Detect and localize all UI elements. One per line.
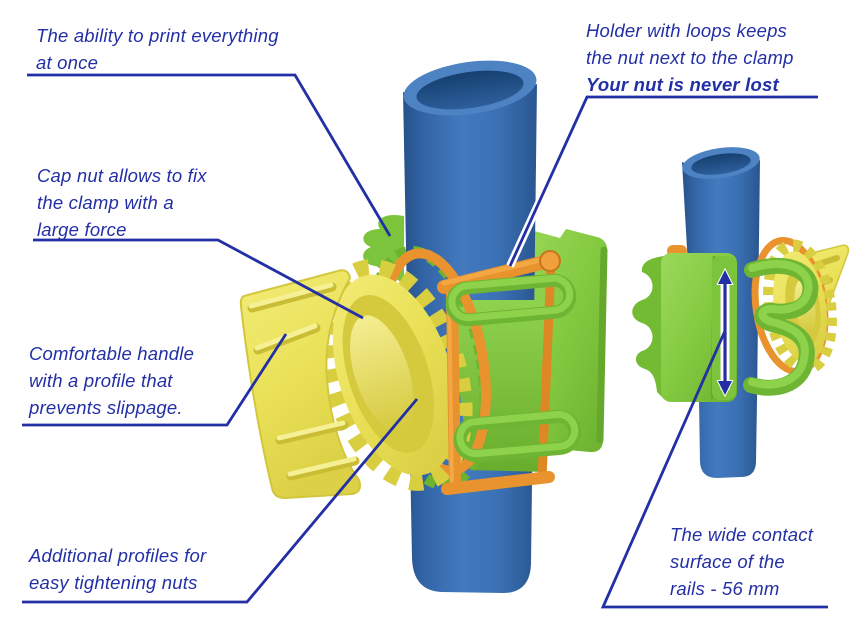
leader-comfortable-handle <box>22 333 288 427</box>
annotation-line: Cap nut allows to fix <box>37 165 207 186</box>
pipe-opening <box>416 70 524 110</box>
small-pipe-opening <box>691 153 751 175</box>
loop-bottom <box>453 409 582 463</box>
annotation-cap-nut: Cap nut allows to fix the clamp with a l… <box>37 162 207 243</box>
clamp-loops <box>445 273 582 463</box>
annotation-line: the clamp with a <box>37 192 174 213</box>
annotation-line: the nut next to the clamp <box>586 47 794 68</box>
annotation-line: large force <box>37 219 127 240</box>
loop-top <box>445 273 577 327</box>
annotation-line: prevents slippage. <box>29 397 183 418</box>
annotation-line: at once <box>36 52 99 73</box>
small-clamp-hook <box>743 257 819 396</box>
annotation-line: with a profile that <box>29 370 173 391</box>
leader-cap-nut <box>33 238 364 320</box>
leader-additional-profiles <box>22 398 419 604</box>
annotation-line-bold: Your nut is never lost <box>586 74 779 95</box>
annotation-line: Holder with loops keeps <box>586 20 788 41</box>
leader-holder <box>508 95 818 267</box>
leader-contact-surface <box>600 330 828 609</box>
holder-frame <box>437 250 561 495</box>
annotation-line: rails - 56 mm <box>670 578 780 599</box>
annotation-line: Additional profiles for <box>29 545 207 566</box>
small-assembly <box>632 147 850 478</box>
leader-print-everything <box>27 73 392 237</box>
annotation-line: easy tightening nuts <box>29 572 198 593</box>
handle-plate <box>239 269 362 500</box>
annotation-line: surface of the <box>670 551 785 572</box>
annotation-print-everything: The ability to print everything at once <box>36 22 279 76</box>
annotation-holder-loops: Holder with loops keeps the nut next to … <box>586 17 794 98</box>
holder-pin-cap <box>539 250 561 272</box>
annotation-additional-profiles: Additional profiles for easy tightening … <box>29 542 206 596</box>
annotation-contact-surface: The wide contact surface of the rails - … <box>670 521 813 602</box>
annotation-comfortable-handle: Comfortable handle with a profile that p… <box>29 340 194 421</box>
handle-grip-ribs <box>247 282 360 481</box>
leader-lines <box>22 73 828 609</box>
annotation-line: The ability to print everything <box>36 25 279 46</box>
annotation-line: Comfortable handle <box>29 343 195 364</box>
annotation-line: The wide contact <box>670 524 814 545</box>
main-assembly <box>239 60 608 593</box>
